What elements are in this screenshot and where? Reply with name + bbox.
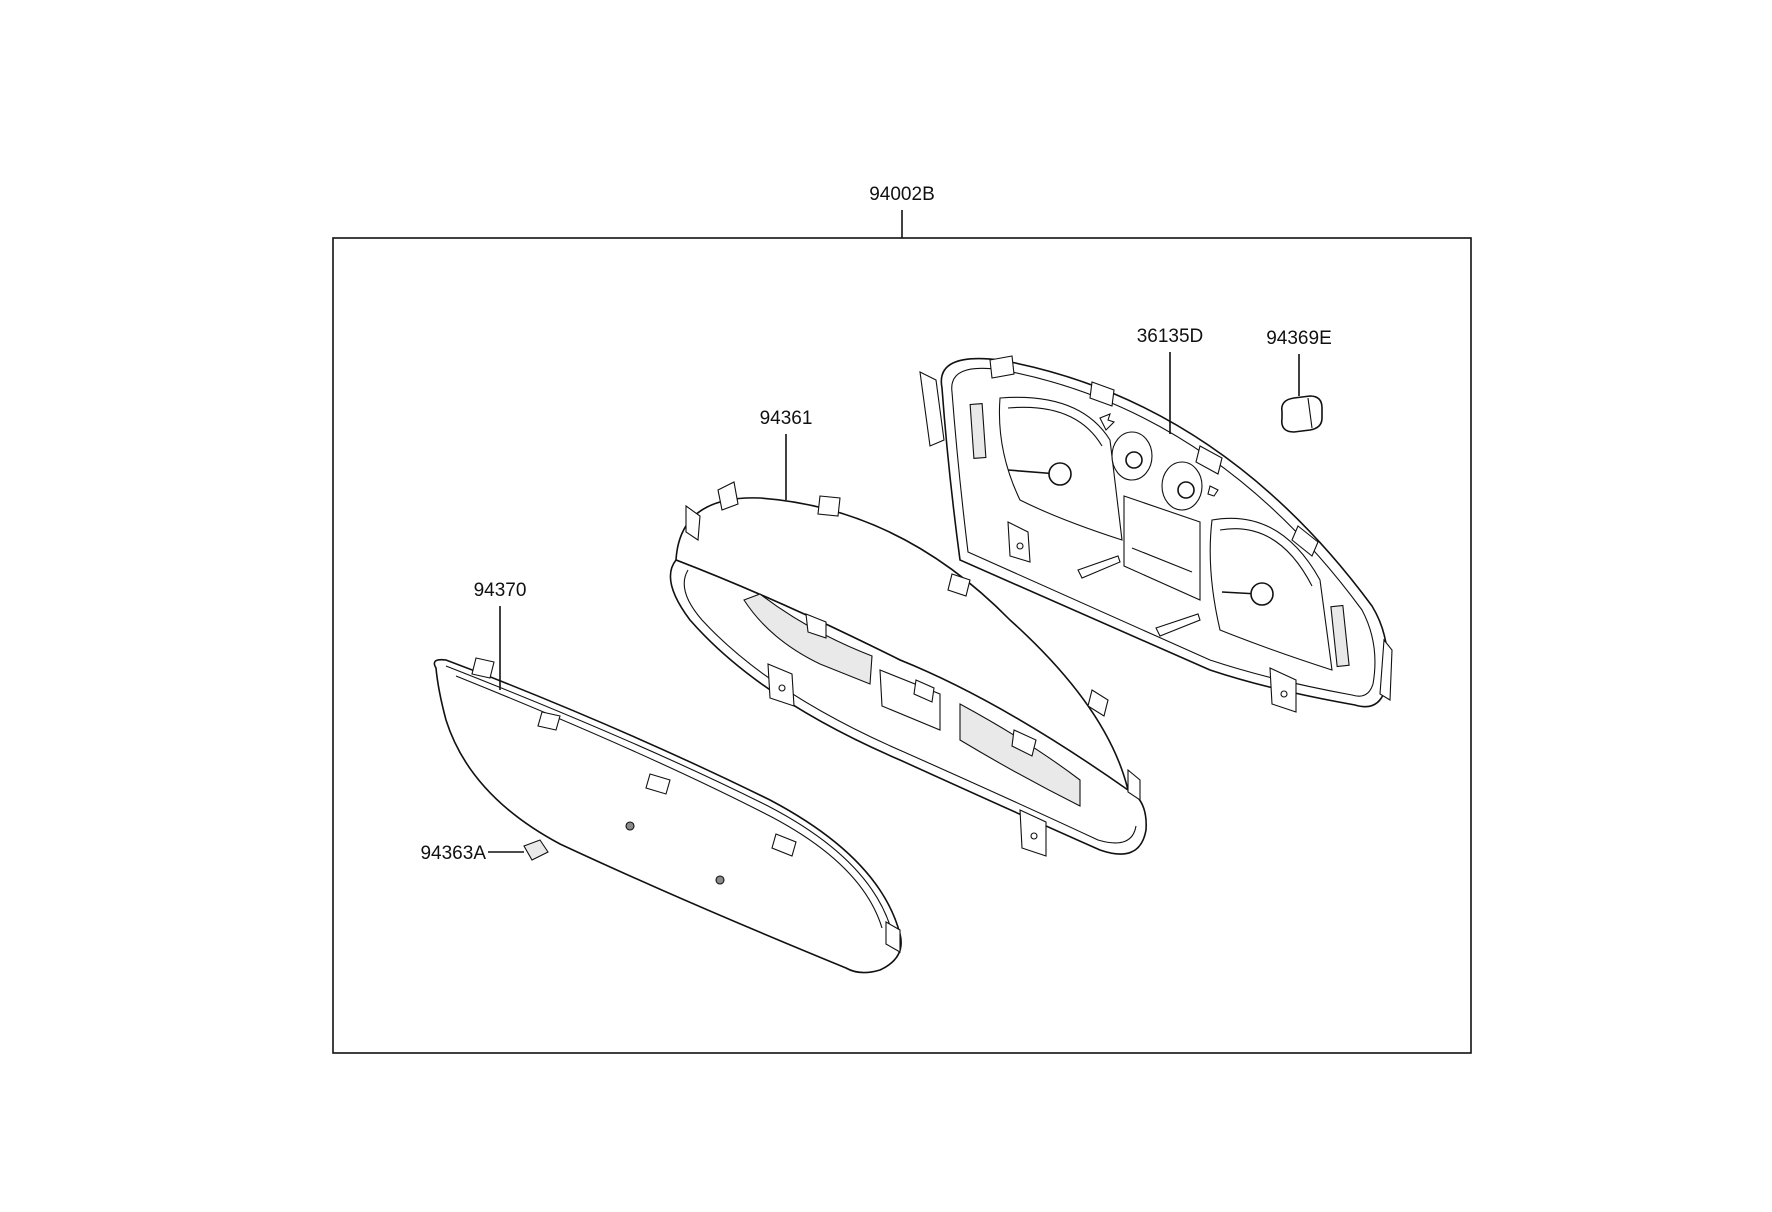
knob-cap-label: 94363A <box>420 843 486 864</box>
housing-label: 94361 <box>760 408 813 429</box>
assembly-label: 94002B <box>869 184 935 205</box>
housing-drawing <box>669 481 1147 857</box>
window-glass-drawing <box>433 657 902 974</box>
cluster-assembly-drawing <box>919 355 1393 713</box>
knob-cap-drawing <box>523 839 549 861</box>
window-glass-label: 94370 <box>474 580 527 601</box>
bulb-label: 94369E <box>1266 328 1332 349</box>
cluster-assembly-label: 36135D <box>1137 326 1204 347</box>
bulb-drawing <box>1280 395 1323 433</box>
